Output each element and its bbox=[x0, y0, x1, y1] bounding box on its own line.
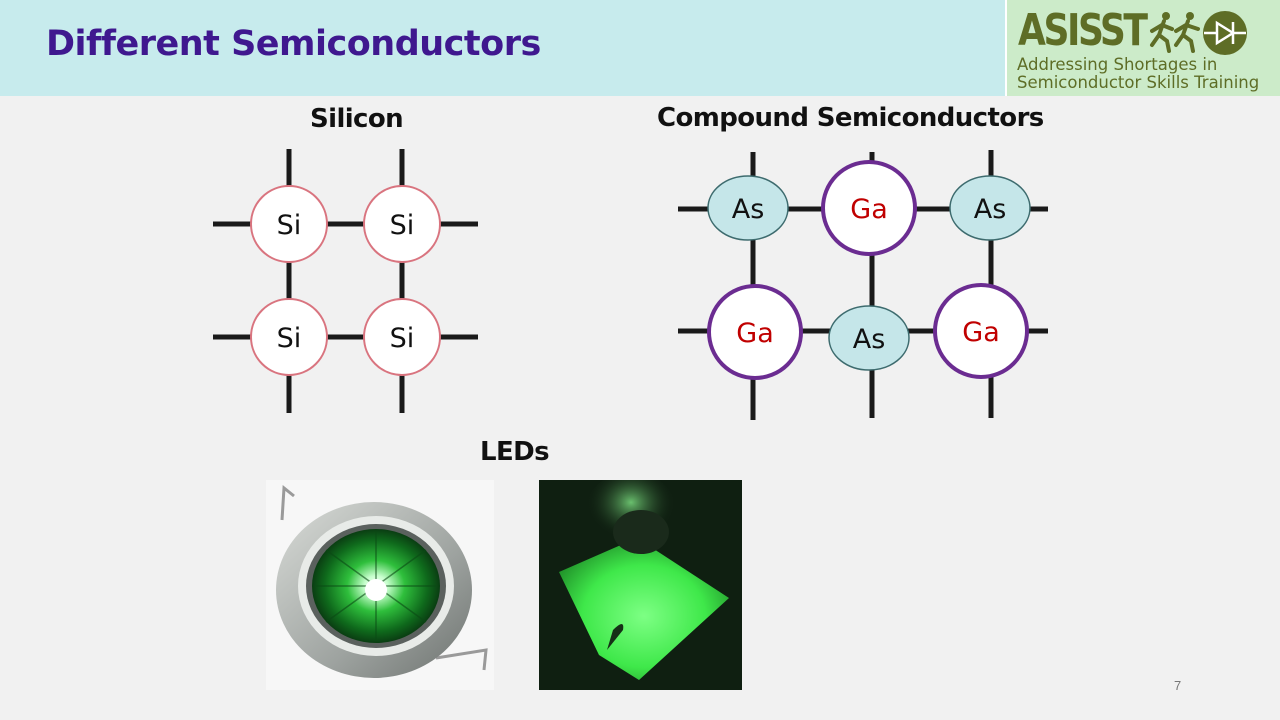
silicon-atom-label: Si bbox=[390, 210, 415, 241]
asisst-logo: ASISST Addressing Shortages in Semicondu… bbox=[1005, 0, 1280, 96]
led-downlight-image bbox=[276, 485, 488, 678]
arsenic-atom-label: As bbox=[732, 194, 765, 225]
silicon-atom: Si bbox=[250, 185, 328, 263]
logo-tagline-line1: Addressing Shortages in bbox=[1017, 55, 1218, 74]
gallium-atom: Ga bbox=[821, 160, 917, 256]
title-bar: Different Semiconductors bbox=[0, 0, 1005, 96]
gallium-atom-label: Ga bbox=[962, 317, 999, 348]
gallium-atom: Ga bbox=[707, 284, 803, 380]
slide-title: Different Semiconductors bbox=[46, 24, 541, 64]
arsenic-atom: As bbox=[949, 175, 1031, 241]
gallium-atom: Ga bbox=[933, 283, 1029, 379]
compound-heading: Compound Semiconductors bbox=[657, 103, 1044, 133]
silicon-bonds bbox=[213, 149, 478, 413]
arsenic-atom: As bbox=[828, 305, 910, 371]
led-downlight-photo bbox=[266, 480, 494, 690]
gallium-atom-label: Ga bbox=[850, 194, 887, 225]
arsenic-atom-label: As bbox=[974, 194, 1007, 225]
led-panel-image bbox=[539, 480, 742, 690]
silicon-atom: Si bbox=[363, 298, 441, 376]
silicon-atom: Si bbox=[363, 185, 441, 263]
silicon-atom: Si bbox=[250, 298, 328, 376]
arsenic-atom-label: As bbox=[853, 324, 886, 355]
led-panel-photo bbox=[539, 480, 742, 690]
running-figures-diode-icon bbox=[1150, 11, 1247, 55]
page-number: 7 bbox=[1174, 678, 1182, 693]
leds-heading: LEDs bbox=[480, 437, 550, 467]
silicon-atom-label: Si bbox=[390, 323, 415, 354]
logo-tagline-line2: Semiconductor Skills Training bbox=[1017, 73, 1260, 92]
silicon-heading: Silicon bbox=[310, 104, 404, 134]
silicon-atom-label: Si bbox=[277, 323, 302, 354]
logo-wordmark: ASISST bbox=[1018, 5, 1148, 56]
arsenic-atom: As bbox=[707, 175, 789, 241]
gallium-atom-label: Ga bbox=[736, 318, 773, 349]
silicon-atom-label: Si bbox=[277, 210, 302, 241]
